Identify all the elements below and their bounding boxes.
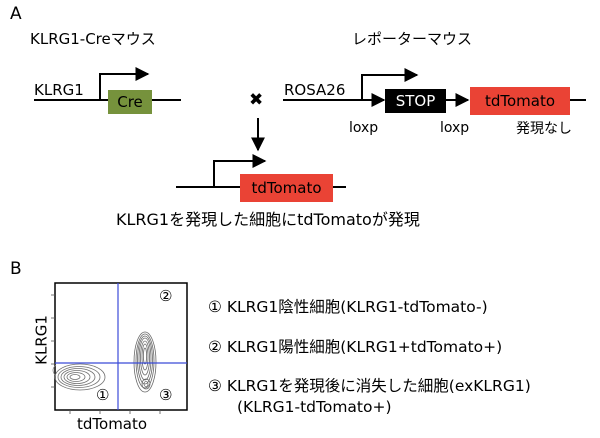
panel-b-label: B xyxy=(10,259,22,279)
population-1-contours xyxy=(52,363,106,391)
quadrant-2-label: ② xyxy=(159,287,173,305)
stop-box: STOP xyxy=(385,89,446,113)
result-tdtomato-box: tdTomato xyxy=(240,174,333,202)
result-tdtomato-label: tdTomato xyxy=(251,178,322,197)
loxp-left-label: loxp xyxy=(349,120,379,136)
legend-item-1: ① KLRG1陰性細胞(KLRG1-tdTomato-) xyxy=(208,298,488,316)
result-caption: KLRG1を発現した細胞にtdTomatoが発現 xyxy=(116,210,420,229)
panel-a-label: A xyxy=(10,4,22,24)
x-axis-label: tdTomato xyxy=(77,415,148,433)
result-promoter-arrow xyxy=(213,154,267,187)
cre-box: Cre xyxy=(108,90,152,114)
quadrant-3-label: ③ xyxy=(159,386,173,404)
no-expression-label: 発現なし xyxy=(516,121,572,137)
quadrant-1-label: ① xyxy=(96,386,110,404)
legend-item-3: ③ KLRG1を発現後に消失した細胞(exKLRG1) xyxy=(208,377,531,395)
loxp-right-label: loxp xyxy=(440,120,470,136)
reporter-mouse-title: レポーターマウス xyxy=(352,30,473,48)
klrg1-gene-label: KLRG1 xyxy=(34,81,84,99)
reporter-tdtomato-label: tdTomato xyxy=(484,91,556,110)
rosa26-promoter-arrow xyxy=(361,68,419,100)
stop-label: STOP xyxy=(395,91,436,110)
rosa26-label: ROSA26 xyxy=(284,81,346,99)
reporter-tdtomato-box: tdTomato xyxy=(470,87,570,115)
plot-frame xyxy=(54,282,188,411)
cre-label: Cre xyxy=(117,92,143,111)
cross-symbol: ✖ xyxy=(249,90,264,110)
klrg1-promoter-arrow xyxy=(99,67,150,100)
legend-item-3-sub: (KLRG1-tdTomato+) xyxy=(237,398,392,416)
population-2-3-contours xyxy=(133,331,157,393)
klrg1-cre-mouse-title: KLRG1-Creマウス xyxy=(30,30,156,48)
legend-item-2: ② KLRG1陽性細胞(KLRG1+tdTomato+) xyxy=(208,338,503,356)
plot-ticks xyxy=(51,294,161,414)
